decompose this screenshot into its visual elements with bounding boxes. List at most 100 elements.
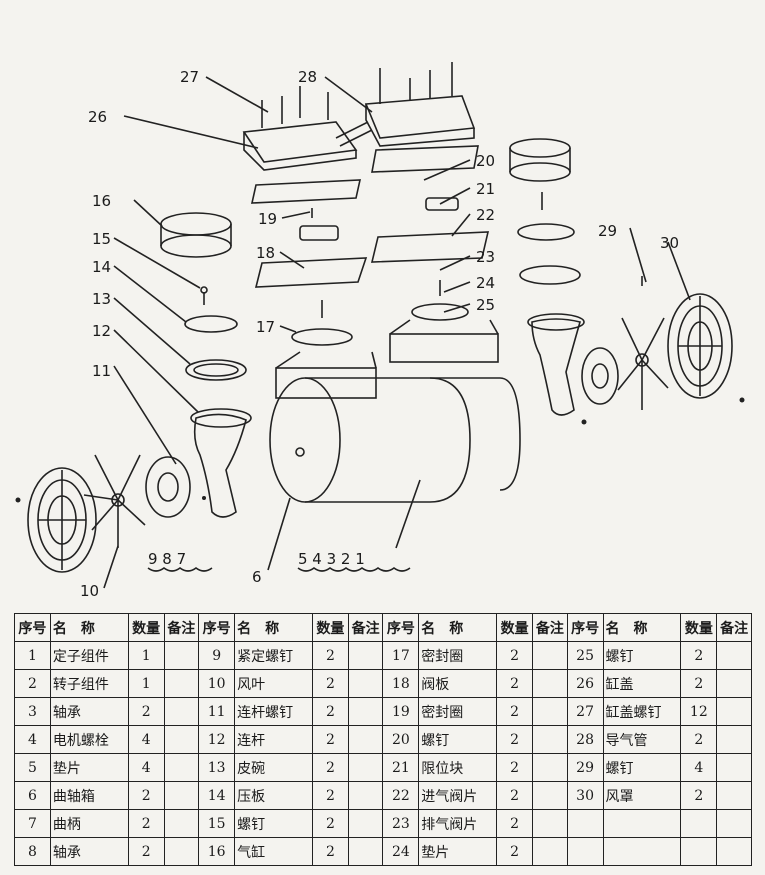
part-name-cell: 定子组件 — [49, 641, 129, 670]
part-qty-cell: 2 — [311, 725, 349, 754]
header-name: 名 称 — [234, 613, 313, 642]
part-name-cell: 轴承 — [49, 837, 129, 866]
part-qty-cell: 2 — [496, 753, 534, 782]
part-qty-cell: 2 — [311, 809, 349, 838]
part-note-cell — [347, 641, 384, 670]
right-fan-blades — [617, 317, 669, 410]
small-screws — [15, 397, 745, 503]
part-qty-cell: 2 — [311, 641, 349, 670]
part-number-cell: 24 — [382, 837, 420, 866]
part-note-cell — [716, 781, 752, 810]
part-number-cell: 20 — [382, 725, 420, 754]
part-number-cell: 17 — [382, 641, 420, 670]
part-name-cell — [602, 809, 682, 838]
part-name-cell: 缸盖 — [602, 669, 682, 698]
part-name-cell: 气缸 — [234, 837, 313, 866]
part-qty-cell: 2 — [311, 781, 349, 810]
part-number-cell: 21 — [382, 753, 420, 782]
callout-18: 18 — [256, 244, 275, 262]
part-number-cell: 23 — [382, 809, 420, 838]
part-name-cell: 风罩 — [602, 781, 682, 810]
cylinder-heads — [242, 62, 476, 171]
part-number-cell: 30 — [566, 781, 604, 810]
part-name-cell: 电机螺栓 — [49, 725, 129, 754]
part-qty-cell: 2 — [680, 781, 718, 810]
part-name-cell: 风叶 — [234, 669, 313, 698]
part-name-cell: 螺钉 — [602, 641, 682, 670]
part-number-cell: 8 — [14, 837, 51, 866]
part-qty-cell: 2 — [496, 809, 534, 838]
callout-22: 22 — [476, 206, 495, 224]
part-number-cell: 12 — [198, 725, 236, 754]
part-qty-cell: 2 — [680, 669, 718, 698]
callout-27: 27 — [180, 68, 199, 86]
part-note-cell — [163, 697, 200, 726]
part-qty-cell: 2 — [680, 641, 718, 670]
header-no: 序号 — [198, 613, 236, 642]
part-qty-cell: 2 — [127, 781, 165, 810]
part-number-cell: 5 — [14, 753, 51, 782]
header-note: 备注 — [532, 613, 568, 642]
part-note-cell — [163, 669, 200, 698]
part-number-cell: 1 — [14, 641, 51, 670]
part-name-cell: 压板 — [234, 781, 313, 810]
callout-11: 11 — [92, 362, 111, 380]
part-qty-cell: 2 — [311, 753, 349, 782]
callout-26: 26 — [88, 108, 107, 126]
part-number-cell: 14 — [198, 781, 236, 810]
part-note-cell — [716, 753, 752, 782]
left-crank-disc — [145, 456, 191, 518]
callout-24: 24 — [476, 274, 495, 292]
part-note-cell — [532, 837, 568, 866]
part-name-cell: 皮碗 — [234, 753, 313, 782]
header-no: 序号 — [566, 613, 604, 642]
header-name: 名 称 — [418, 613, 498, 642]
header-note: 备注 — [716, 613, 752, 642]
part-qty-cell: 2 — [127, 809, 165, 838]
exploded-view-svg: 5 4 3 2 1 9 8 7 6 10 11 12 13 14 15 16 1… — [15, 62, 745, 600]
part-note-cell — [163, 725, 200, 754]
header-note: 备注 — [347, 613, 384, 642]
part-qty-cell: 4 — [127, 725, 165, 754]
part-note-cell — [532, 809, 568, 838]
part-note-cell — [347, 809, 384, 838]
part-note-cell — [163, 753, 200, 782]
part-number-cell: 26 — [566, 669, 604, 698]
header-qty: 数量 — [311, 613, 349, 642]
part-name-cell: 螺钉 — [602, 753, 682, 782]
part-note-cell — [347, 669, 384, 698]
part-qty-cell: 2 — [127, 837, 165, 866]
part-name-cell: 转子组件 — [49, 669, 129, 698]
header-qty: 数量 — [496, 613, 534, 642]
part-note-cell — [347, 837, 384, 866]
part-note-cell — [716, 837, 752, 866]
part-note-cell — [716, 669, 752, 698]
callout-28: 28 — [298, 68, 317, 86]
part-note-cell — [532, 753, 568, 782]
callout-12: 12 — [92, 322, 111, 340]
right-seal-gasket — [371, 145, 479, 173]
part-name-cell: 曲柄 — [49, 809, 129, 838]
part-qty-cell: 12 — [680, 697, 718, 726]
part-number-cell: 13 — [198, 753, 236, 782]
table-header-row: 序号 名 称 数量 备注 序号 名 称 数量 备注 序号 名 称 数量 备注 序… — [14, 613, 752, 642]
part-qty-cell — [680, 809, 718, 838]
header-note: 备注 — [163, 613, 200, 642]
left-seal-gasket — [250, 179, 362, 204]
part-name-cell: 缸盖螺钉 — [602, 697, 682, 726]
callout-21: 21 — [476, 180, 495, 198]
part-name-cell: 密封圈 — [418, 641, 498, 670]
right-fan-guard — [667, 293, 733, 399]
part-note-cell — [716, 641, 752, 670]
part-note-cell — [347, 753, 384, 782]
part-name-cell — [602, 837, 682, 866]
callout-13: 13 — [92, 290, 111, 308]
drawing-lines — [27, 62, 733, 589]
part-name-cell: 螺钉 — [418, 725, 498, 754]
